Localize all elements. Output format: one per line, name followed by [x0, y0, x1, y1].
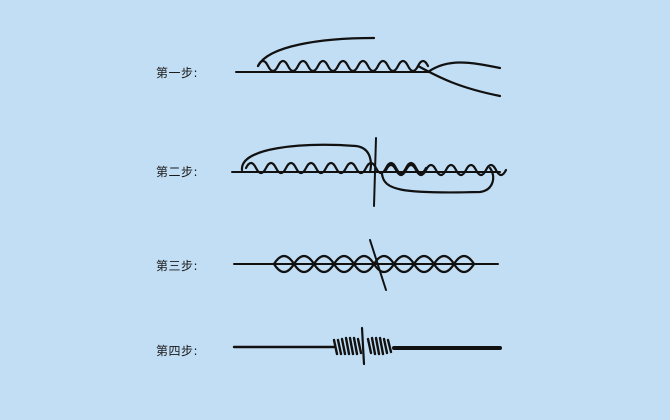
- step-1-label: 第一步:: [156, 66, 199, 80]
- step-1-drawing: [235, 36, 502, 98]
- step-3-label: 第三步:: [156, 259, 199, 273]
- step-4-label: 第四步:: [156, 344, 199, 358]
- step-2-label: 第二步:: [156, 165, 199, 179]
- step-2-drawing: [231, 137, 508, 207]
- step-3-drawing: [233, 239, 499, 291]
- step-4-drawing: [232, 326, 502, 366]
